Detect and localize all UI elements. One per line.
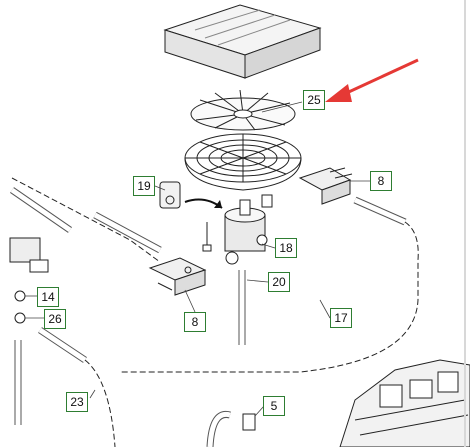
callout-25: 25	[303, 90, 325, 110]
engine-block	[339, 359, 470, 447]
callout-20: 20	[268, 272, 290, 292]
callout-8-left: 8	[184, 312, 206, 332]
fitting-left	[9, 237, 49, 273]
hose-left-upper	[10, 177, 162, 263]
bracket-19	[159, 181, 181, 209]
callout-23: 23	[66, 392, 88, 412]
plate-8-right	[298, 167, 353, 205]
callout-17: 17	[330, 308, 352, 328]
highlight-arrow	[325, 58, 419, 102]
frame-edge	[464, 0, 466, 447]
hose-right	[120, 196, 419, 373]
callout-19: 19	[133, 176, 155, 196]
fan-blades	[190, 89, 296, 131]
plate-8-left	[148, 257, 207, 296]
callout-5: 5	[263, 396, 285, 416]
callout-26: 26	[44, 309, 66, 329]
fan-guard	[184, 133, 302, 191]
callout-14: 14	[37, 287, 59, 307]
pump-motor	[224, 194, 273, 265]
cooler-housing	[163, 4, 322, 79]
hose-left-lower	[14, 327, 116, 447]
callout-8-right: 8	[370, 171, 392, 191]
callout-18: 18	[275, 238, 297, 258]
leader-lines	[25, 101, 370, 417]
